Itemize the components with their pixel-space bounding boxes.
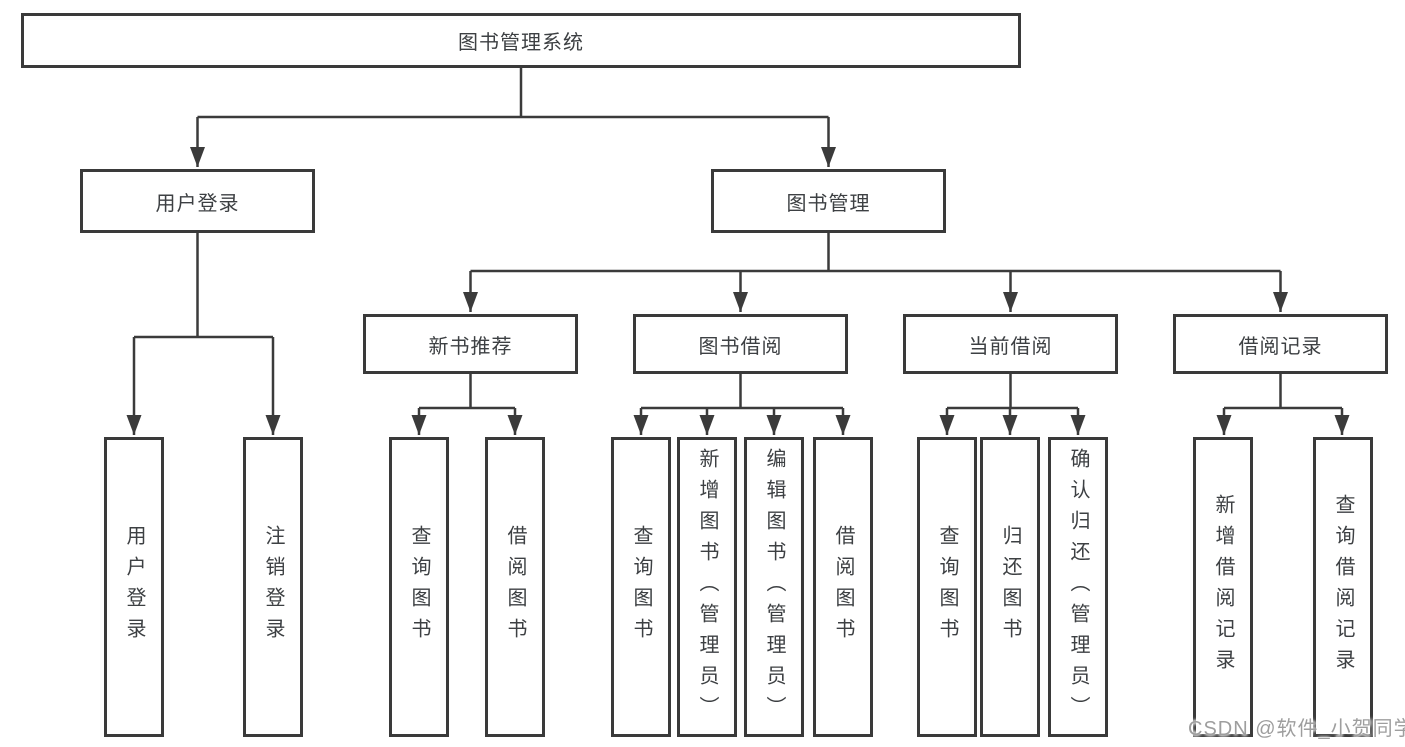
leaf-node-label: 新增图书（管理员） <box>696 447 718 727</box>
leaf-node-label: 新增借阅记录 <box>1212 494 1234 680</box>
leaf-node-label: 查询图书 <box>936 525 958 649</box>
module-node-borrowing-records: 借阅记录 <box>1173 314 1388 374</box>
leaf-node-logout: 注销登录 <box>243 437 303 737</box>
leaf-node-borrow-books: 借阅图书 <box>813 437 873 737</box>
module-node-current-borrowing: 当前借阅 <box>903 314 1118 374</box>
leaf-node-query-borrow-record: 查询借阅记录 <box>1313 437 1373 737</box>
leaf-node-label: 查询图书 <box>408 525 430 649</box>
root-node-library-management-system: 图书管理系统 <box>21 13 1021 68</box>
module-node-new-book-recommendation: 新书推荐 <box>363 314 578 374</box>
leaf-node-label: 借阅图书 <box>832 525 854 649</box>
leaf-node-add-books-admin: 新增图书（管理员） <box>677 437 737 737</box>
leaf-node-label: 编辑图书（管理员） <box>763 447 785 727</box>
leaf-node-label: 注销登录 <box>262 525 284 649</box>
leaf-node-return-books: 归还图书 <box>980 437 1040 737</box>
leaf-node-query-books-current: 查询图书 <box>917 437 977 737</box>
branch-node-label: 用户登录 <box>155 192 240 215</box>
leaf-node-query-books-borrowing: 查询图书 <box>611 437 671 737</box>
root-node-label: 图书管理系统 <box>458 32 584 54</box>
leaf-node-borrow-books-recommendation: 借阅图书 <box>485 437 545 737</box>
leaf-node-confirm-return-admin: 确认归还（管理员） <box>1048 437 1108 737</box>
leaf-node-label: 归还图书 <box>999 525 1021 649</box>
leaf-node-query-books-recommendation: 查询图书 <box>389 437 449 737</box>
leaf-node-label: 确认归还（管理员） <box>1067 447 1089 727</box>
leaf-node-label: 借阅图书 <box>504 525 526 649</box>
leaf-node-edit-books-admin: 编辑图书（管理员） <box>744 437 804 737</box>
module-node-label: 借阅记录 <box>1238 335 1323 358</box>
module-node-label: 当前借阅 <box>968 335 1053 358</box>
leaf-node-add-borrow-record: 新增借阅记录 <box>1193 437 1253 737</box>
leaf-node-label: 用户登录 <box>123 525 145 649</box>
leaf-node-label: 查询借阅记录 <box>1332 494 1354 680</box>
module-node-label: 图书借阅 <box>698 335 783 358</box>
branch-node-label: 图书管理 <box>786 192 871 215</box>
module-node-book-borrowing: 图书借阅 <box>633 314 848 374</box>
leaf-node-user-login: 用户登录 <box>104 437 164 737</box>
csdn-watermark: CSDN @软件_小贺同学 <box>1188 718 1405 740</box>
branch-node-user-login: 用户登录 <box>80 169 315 233</box>
branch-node-book-management: 图书管理 <box>711 169 946 233</box>
leaf-node-label: 查询图书 <box>630 525 652 649</box>
module-node-label: 新书推荐 <box>428 335 513 358</box>
